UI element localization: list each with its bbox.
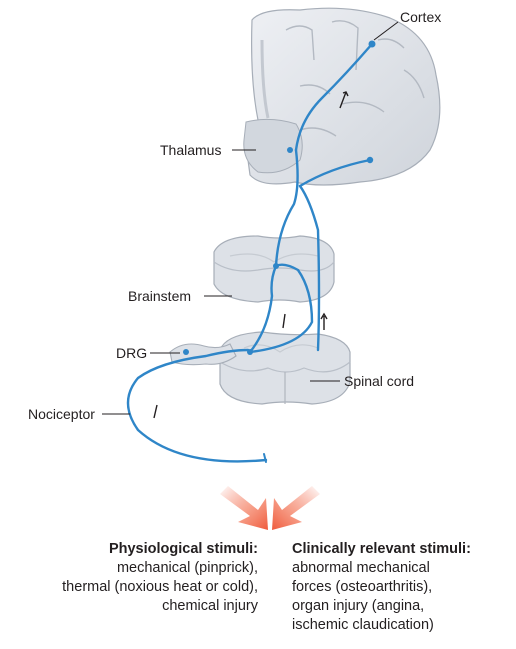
physiological-heading: Physiological stimuli: [62,540,258,559]
brain-section [244,8,440,185]
brainstem-label: Brainstem [128,289,191,303]
nociceptor-label: Nociceptor [28,407,95,421]
spinal-cord-label: Spinal cord [344,374,414,388]
clinical-heading: Clinically relevant stimuli: [292,540,471,559]
clinical-line: abnormal mechanical [292,559,471,578]
clinical-line: forces (osteoarthritis), [292,578,471,597]
stimulus-arrows [220,486,320,530]
drg-label: DRG [116,346,147,360]
clinical-line: organ injury (angina, [292,597,471,616]
thalamus-label: Thalamus [160,143,221,157]
physiological-stimuli: Physiological stimuli: mechanical (pinpr… [62,540,258,616]
physiological-line: thermal (noxious heat or cold), [62,578,258,597]
clinical-stimuli: Clinically relevant stimuli: abnormal me… [292,540,471,635]
clinical-line: ischemic claudication) [292,616,471,635]
cortex-label: Cortex [400,10,441,24]
physiological-line: mechanical (pinprick), [62,559,258,578]
physiological-line: chemical injury [62,597,258,616]
